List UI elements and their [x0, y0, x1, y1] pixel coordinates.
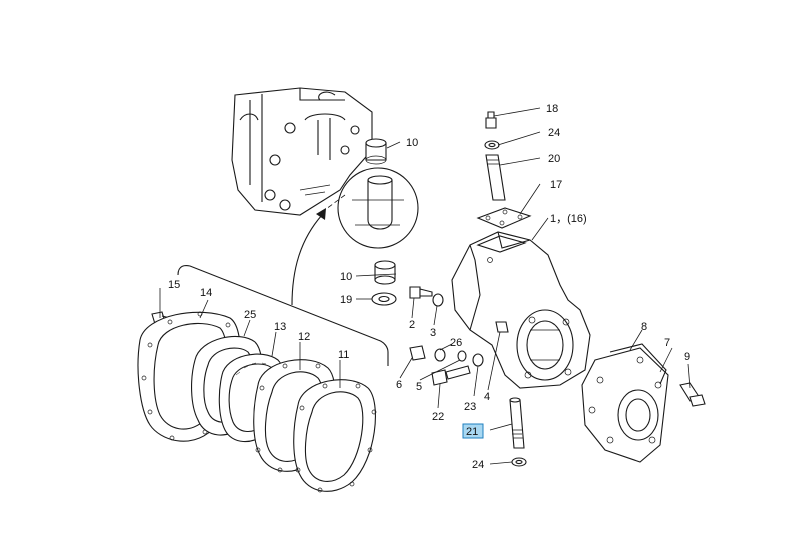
part-26-washer	[434, 348, 446, 362]
part-9-bolt	[679, 382, 706, 407]
label-part-25[interactable]: 25	[244, 309, 256, 321]
part-2-bolt	[409, 286, 433, 299]
label-part-5[interactable]: 5	[416, 381, 422, 393]
highlight-box-part-21	[462, 423, 484, 439]
part-23-washer	[472, 353, 484, 367]
label-part-21[interactable]: 21	[466, 426, 478, 438]
part-10-bushing-top	[365, 138, 387, 165]
label-part-19[interactable]: 19	[340, 294, 352, 306]
part-7-gasket	[609, 343, 667, 385]
part-5-washer	[457, 350, 467, 362]
part-4-stud	[495, 321, 509, 333]
label-part-1[interactable]: 1，(16)	[550, 213, 587, 225]
label-part-15[interactable]: 15	[168, 279, 180, 291]
part-20-shaft	[485, 154, 506, 201]
label-part-6[interactable]: 6	[396, 379, 402, 391]
label-part-22[interactable]: 22	[432, 411, 444, 423]
detail-gear-case-view	[231, 87, 419, 249]
part-17-gasket	[476, 207, 532, 229]
label-part-3[interactable]: 3	[430, 327, 436, 339]
label-part-4[interactable]: 4	[484, 391, 490, 403]
part-3-washer	[432, 293, 444, 307]
label-part-10-mid[interactable]: 10	[340, 271, 352, 283]
part-22-bolt	[431, 365, 471, 386]
part-8-side-cover	[581, 347, 669, 463]
label-part-13[interactable]: 13	[274, 321, 286, 333]
group-bracket	[177, 265, 389, 366]
part-24-washer-top	[484, 140, 500, 150]
label-part-2[interactable]: 2	[409, 319, 415, 331]
label-part-24-top[interactable]: 24	[548, 127, 560, 139]
label-part-7[interactable]: 7	[664, 337, 670, 349]
callout-labels: 18 24 20 17 1，(16) 10 10 19 15 14 25 13 …	[168, 103, 690, 471]
part-1-gear-housing	[451, 231, 591, 389]
detail-arrow	[291, 208, 326, 306]
label-part-10-top[interactable]: 10	[406, 137, 418, 149]
label-part-26[interactable]: 26	[450, 337, 462, 349]
part-11-gasket	[293, 379, 377, 493]
label-part-17[interactable]: 17	[550, 179, 562, 191]
part-24-washer-bottom	[511, 457, 527, 467]
label-part-9[interactable]: 9	[684, 351, 690, 363]
label-part-20[interactable]: 20	[548, 153, 560, 165]
part-6-plug	[409, 345, 426, 361]
label-part-14[interactable]: 14	[200, 287, 212, 299]
part-21-shaft	[509, 397, 525, 449]
part-10-bushing-mid	[374, 260, 396, 285]
leader-lines	[159, 107, 691, 465]
label-part-8[interactable]: 8	[641, 321, 647, 333]
label-part-24-bottom[interactable]: 24	[472, 459, 484, 471]
part-19-oil-seal	[371, 292, 397, 306]
label-part-12[interactable]: 12	[298, 331, 310, 343]
label-part-23[interactable]: 23	[464, 401, 476, 413]
label-part-11[interactable]: 11	[338, 349, 349, 361]
part-18-breather-plug	[485, 111, 497, 129]
label-part-18[interactable]: 18	[546, 103, 558, 115]
